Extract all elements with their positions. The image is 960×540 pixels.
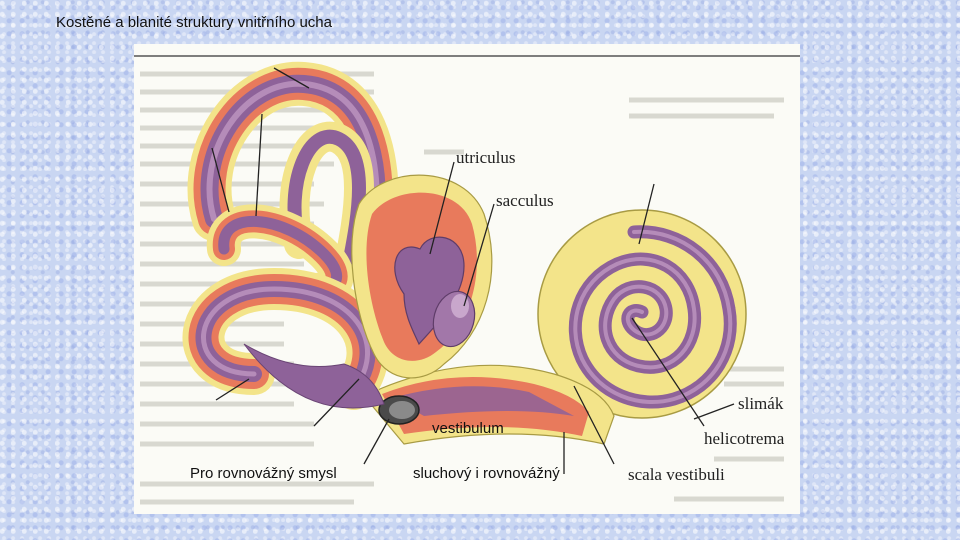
label-sacculus: sacculus	[496, 191, 554, 210]
leader-lines	[211, 67, 735, 474]
leader-canal-a	[255, 113, 263, 217]
label-utriculus: utriculus	[456, 148, 516, 167]
basal-tube	[363, 364, 615, 445]
label-vestibulum: vestibulum	[432, 420, 504, 437]
cochlea	[537, 209, 747, 419]
leader-ampulla	[313, 378, 360, 427]
semicircular-canals	[182, 61, 399, 410]
utriculus-sac	[394, 236, 465, 346]
label-helicotrema: helicotrema	[704, 429, 785, 448]
cochlear-duct-highlight	[573, 229, 733, 405]
printed-labels: utriculus sacculus slimák helicotrema sc…	[456, 148, 785, 484]
leader-canal-lower	[215, 378, 250, 401]
leader-sacculus	[463, 203, 495, 307]
leader-canal-b	[211, 147, 230, 213]
leader-helicotrema	[631, 317, 705, 427]
leader-slimak	[693, 403, 735, 420]
inner-ear-diagram: utriculus sacculus slimák helicotrema sc…	[134, 44, 800, 514]
vestibule	[351, 174, 493, 379]
leader-round-window	[363, 418, 390, 465]
leader-scala	[573, 385, 615, 465]
label-scala-vestibuli: scala vestibuli	[628, 465, 725, 484]
label-slimak: slimák	[738, 394, 784, 413]
label-balance-sense: Pro rovnovážný smysl	[190, 465, 337, 482]
leader-top-canal	[273, 67, 310, 89]
leader-utriculus	[429, 161, 455, 255]
inner-ear-figure: utriculus sacculus slimák helicotrema sc…	[134, 44, 800, 514]
leader-cochlea-top	[638, 183, 655, 245]
slide-title: Kostěné a blanité struktury vnitřního uc…	[56, 14, 332, 31]
label-hearing-and-balance: sluchový i rovnovážný	[413, 465, 560, 482]
